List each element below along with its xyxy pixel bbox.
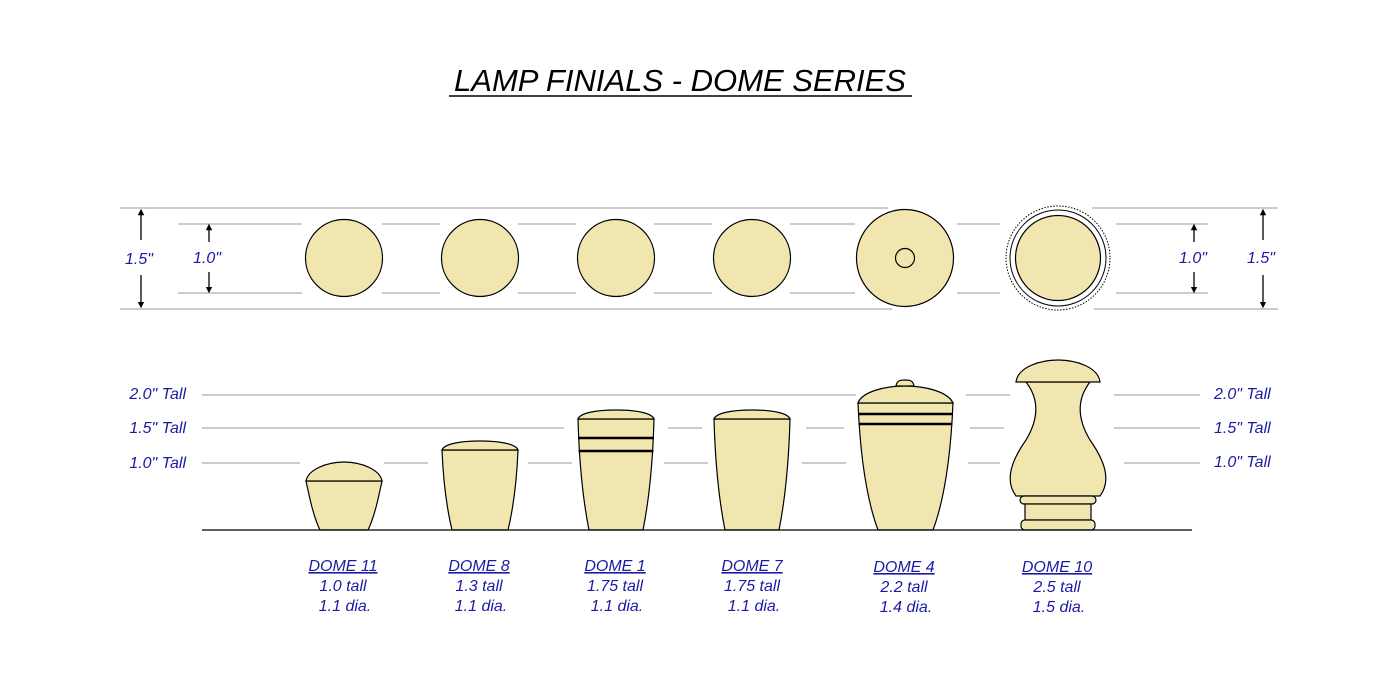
dome-10-tall: 2.5 tall	[1032, 579, 1081, 596]
dome-4-top-view	[855, 208, 955, 308]
finial-caption-dome-10: DOME 10 2.5 tall 1.5 dia.	[1022, 559, 1092, 616]
dome-4-dia: 1.4 dia.	[880, 599, 932, 616]
finial-caption-dome-11: DOME 11 1.0 tall 1.1 dia.	[308, 558, 377, 615]
dome-7-top-view	[712, 218, 792, 298]
dome-4-side-view	[857, 379, 954, 531]
dome-10-dia: 1.5 dia.	[1033, 599, 1085, 616]
dome-8-dia: 1.1 dia.	[455, 598, 507, 615]
dome-8-link[interactable]: DOME 8	[448, 558, 509, 575]
finial-caption-dome-8: DOME 8 1.3 tall 1.1 dia.	[448, 558, 509, 615]
dome-11-side-view	[305, 461, 383, 531]
dim-left-outer: 1.5"	[125, 251, 154, 268]
finial-caption-dome-1: DOME 1 1.75 tall 1.1 dia.	[584, 558, 645, 615]
dome-7-name[interactable]: DOME 7	[721, 558, 783, 575]
height-label-right-1-5: 1.5" Tall	[1214, 420, 1271, 437]
finial-caption-dome-4: DOME 4 2.2 tall 1.4 dia.	[873, 559, 934, 616]
dome-8-tall: 1.3 tall	[455, 578, 503, 595]
dome-10-name[interactable]: DOME 10	[1022, 559, 1092, 576]
dome-11-tall: 1.0 tall	[319, 578, 367, 595]
dome-11-name[interactable]: DOME 11	[308, 558, 377, 575]
page-title: LAMP FINIALS - DOME SERIES	[454, 63, 906, 98]
dome-11-top-view	[304, 218, 384, 298]
dome-1-tall: 1.75 tall	[587, 578, 643, 595]
dome-1-top-view	[576, 218, 656, 298]
height-label-right-1-0: 1.0" Tall	[1214, 454, 1271, 471]
dome-4-link[interactable]: DOME 4	[873, 559, 934, 576]
height-label-left-1-5: 1.5" Tall	[129, 420, 186, 437]
top-view: 1.5" 1.0" 1.0" 1.5"	[120, 205, 1278, 311]
dome-1-side-view	[577, 409, 655, 531]
dome-4-name[interactable]: DOME 4	[873, 559, 934, 576]
dome-11-dia: 1.1 dia.	[319, 598, 371, 615]
height-label-left-2-0: 2.0" Tall	[128, 386, 186, 403]
dome-1-dia: 1.1 dia.	[591, 598, 643, 615]
dome-10-side-view	[1009, 359, 1107, 531]
dome-4-tall: 2.2 tall	[879, 579, 928, 596]
dim-left-inner: 1.0"	[193, 250, 222, 267]
dome-8-name[interactable]: DOME 8	[448, 558, 509, 575]
dome-10-top-view	[1005, 205, 1111, 311]
dome-7-dia: 1.1 dia.	[728, 598, 780, 615]
dome-8-top-view	[440, 218, 520, 298]
dome-7-side-view	[713, 409, 791, 531]
dome-1-name[interactable]: DOME 1	[584, 558, 645, 575]
dome-10-link[interactable]: DOME 10	[1022, 559, 1092, 576]
side-view: 2.0" Tall 1.5" Tall 1.0" Tall 2.0" Tall …	[128, 359, 1271, 531]
dome-1-link[interactable]: DOME 1	[584, 558, 645, 575]
dim-right-outer: 1.5"	[1247, 250, 1276, 267]
height-label-right-2-0: 2.0" Tall	[1213, 386, 1271, 403]
dome-7-tall: 1.75 tall	[724, 578, 780, 595]
finial-caption-dome-7: DOME 7 1.75 tall 1.1 dia.	[721, 558, 783, 615]
dome-11-link[interactable]: DOME 11	[308, 558, 377, 575]
dome-8-side-view	[441, 440, 519, 531]
height-label-left-1-0: 1.0" Tall	[129, 455, 186, 472]
dim-right-inner: 1.0"	[1179, 250, 1208, 267]
dome-7-link[interactable]: DOME 7	[721, 558, 783, 575]
